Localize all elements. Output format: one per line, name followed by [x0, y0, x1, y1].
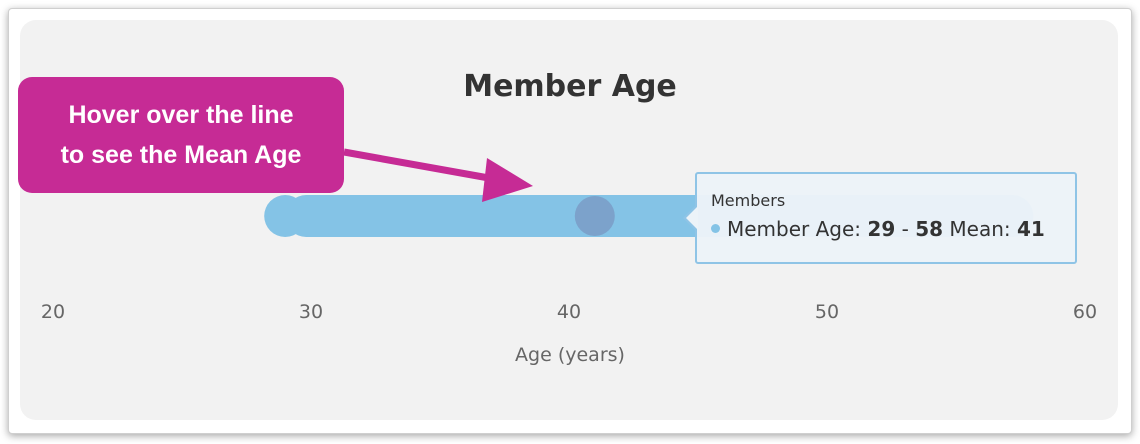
tooltip-value-line: Member Age: 29 - 58 Mean: 41 — [711, 217, 1045, 241]
tooltip-mean: 41 — [1016, 217, 1045, 241]
tooltip-separator: - — [901, 217, 909, 241]
mean-marker[interactable] — [574, 196, 615, 236]
data-tooltip: Members Member Age: 29 - 58 Mean: 41 — [683, 172, 1077, 264]
callout-line-2: to see the Mean Age — [60, 141, 302, 169]
tooltip-mean-label: Mean: — [949, 217, 1011, 241]
chart-title: Member Age — [463, 69, 677, 104]
x-tick-label: 60 — [1073, 301, 1097, 323]
series-dot-icon — [711, 224, 720, 233]
callout-arrow-shaft — [343, 148, 501, 184]
range-low-marker[interactable] — [264, 195, 307, 237]
tooltip-label: Member Age: — [727, 217, 862, 241]
callout-arrow-head — [482, 158, 533, 202]
x-axis-label: Age (years) — [515, 344, 625, 366]
x-tick-label: 40 — [557, 301, 581, 323]
tooltip-series-name: Members — [711, 191, 786, 210]
tooltip-low: 29 — [867, 217, 896, 241]
x-tick-label: 20 — [41, 301, 65, 323]
x-tick-label: 30 — [299, 301, 323, 323]
tooltip-high: 58 — [915, 217, 944, 241]
hover-hint-callout: Hover over the line to see the Mean Age — [18, 77, 344, 193]
callout-line-1: Hover over the line — [68, 101, 294, 129]
x-tick-label: 50 — [815, 301, 839, 323]
